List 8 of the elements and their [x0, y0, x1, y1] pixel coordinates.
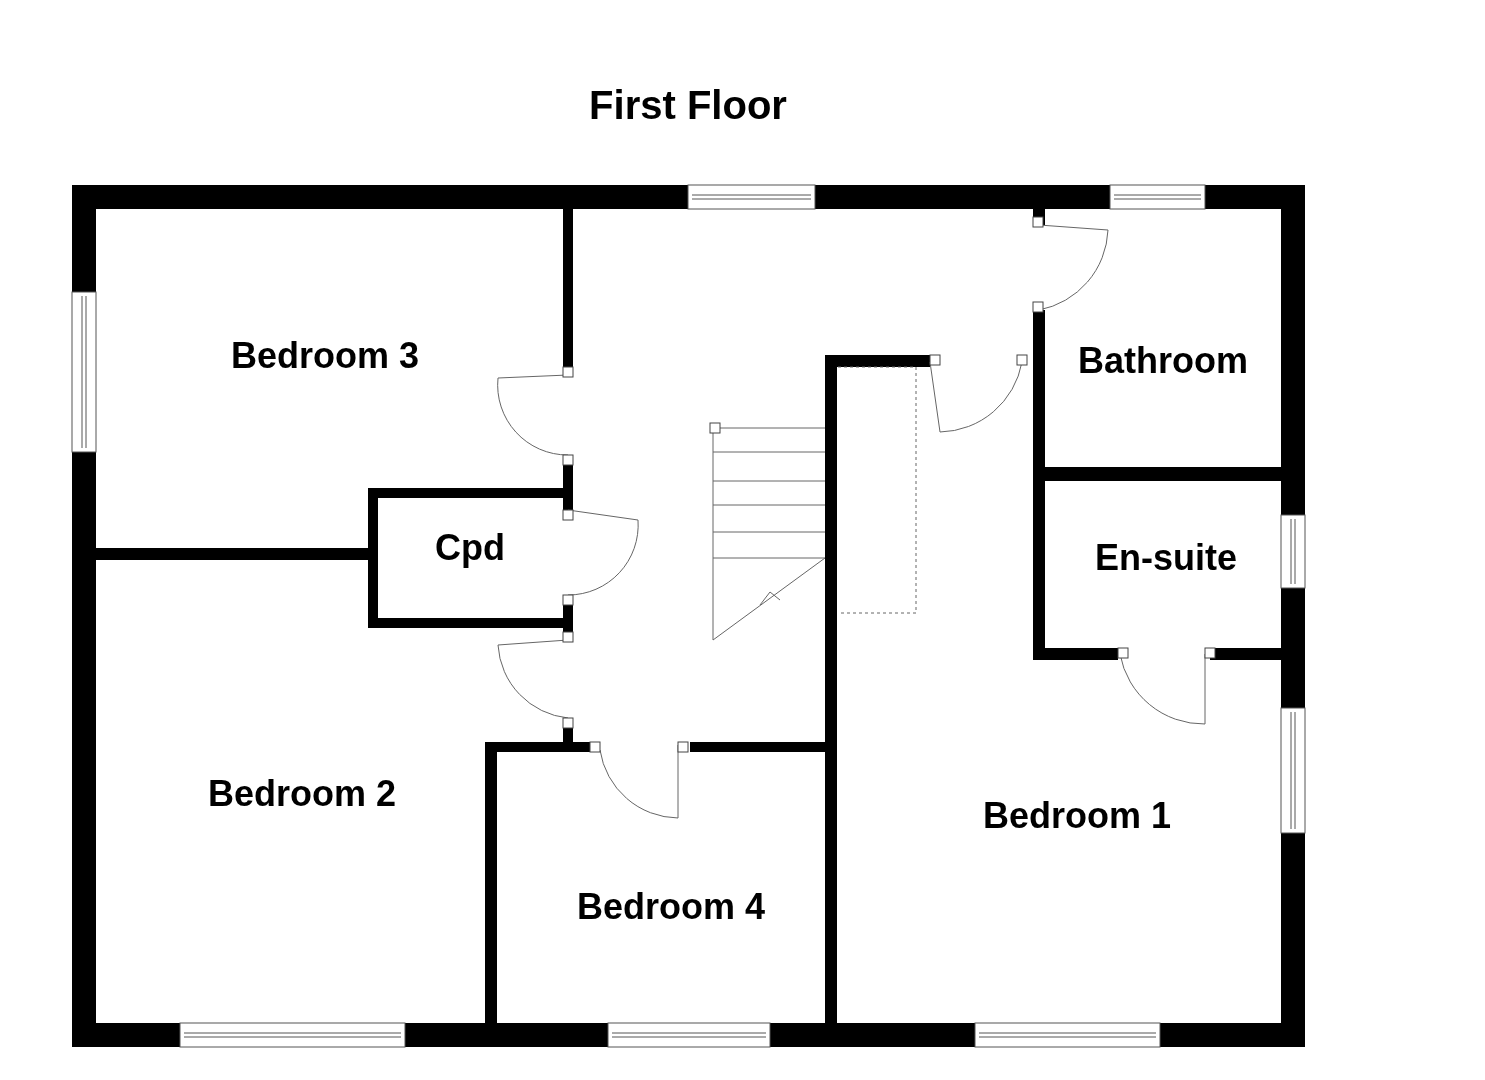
room-label: Cpd — [435, 525, 505, 570]
room-label: Bedroom 4 — [577, 884, 765, 929]
room-label: Bathroom — [1078, 338, 1248, 383]
room-label: Bedroom 1 — [983, 793, 1171, 838]
room-label: Bedroom 2 — [208, 771, 396, 816]
room-label: Bedroom 3 — [231, 333, 419, 378]
room-label: En-suite — [1095, 535, 1237, 580]
plan-title: First Floor — [589, 82, 787, 129]
